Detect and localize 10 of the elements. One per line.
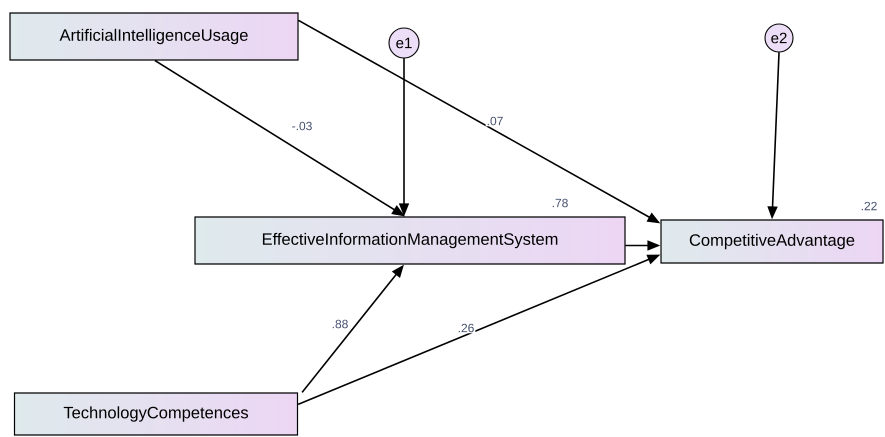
coefficient-label: .88 bbox=[330, 318, 350, 330]
coefficient-label: -.03 bbox=[290, 120, 314, 132]
r-squared-value: .22 bbox=[862, 202, 877, 210]
coefficient-label: .07 bbox=[486, 116, 504, 126]
variable-box: CompetitiveAdvantage bbox=[660, 219, 884, 264]
variable-box: EffectiveInformationManagementSystem bbox=[194, 216, 626, 265]
variable-box: TechnologyCompetences bbox=[14, 392, 298, 436]
variable-box: ArtificialIntelligenceUsage bbox=[9, 12, 299, 61]
coefficient-label: .26 bbox=[456, 322, 476, 334]
r-squared-value: .78 bbox=[552, 198, 568, 208]
